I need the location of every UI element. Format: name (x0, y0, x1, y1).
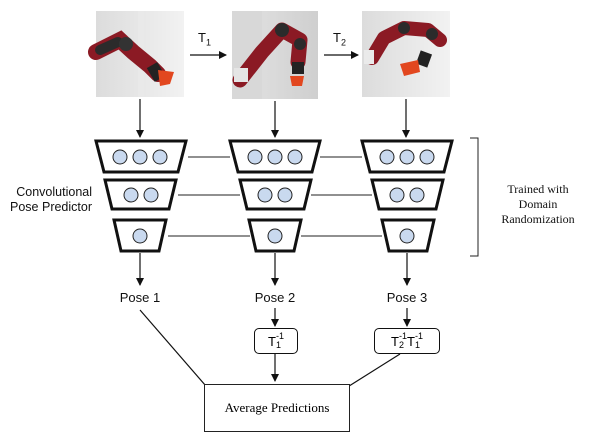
average-predictions-box: Average Predictions (204, 384, 350, 432)
robot-arm-photo-2 (232, 11, 318, 99)
group-bracket (470, 137, 479, 257)
pose-2-label: Pose 2 (254, 290, 296, 305)
cnn-column-2 (228, 139, 322, 253)
pose-3-label: Pose 3 (386, 290, 428, 305)
robot-arm-photo-3 (362, 11, 450, 97)
cnn-column-1 (94, 139, 188, 253)
training-note: Trained with Domain Randomization (501, 182, 575, 226)
t1-label: T1 (198, 30, 211, 48)
t2-label: T2 (333, 30, 346, 48)
pose-1-label: Pose 1 (119, 290, 161, 305)
cnn-label: Convolutional Pose Predictor (10, 185, 92, 214)
cnn-column-3 (360, 139, 454, 253)
robot-arm-photo-1 (88, 11, 184, 97)
